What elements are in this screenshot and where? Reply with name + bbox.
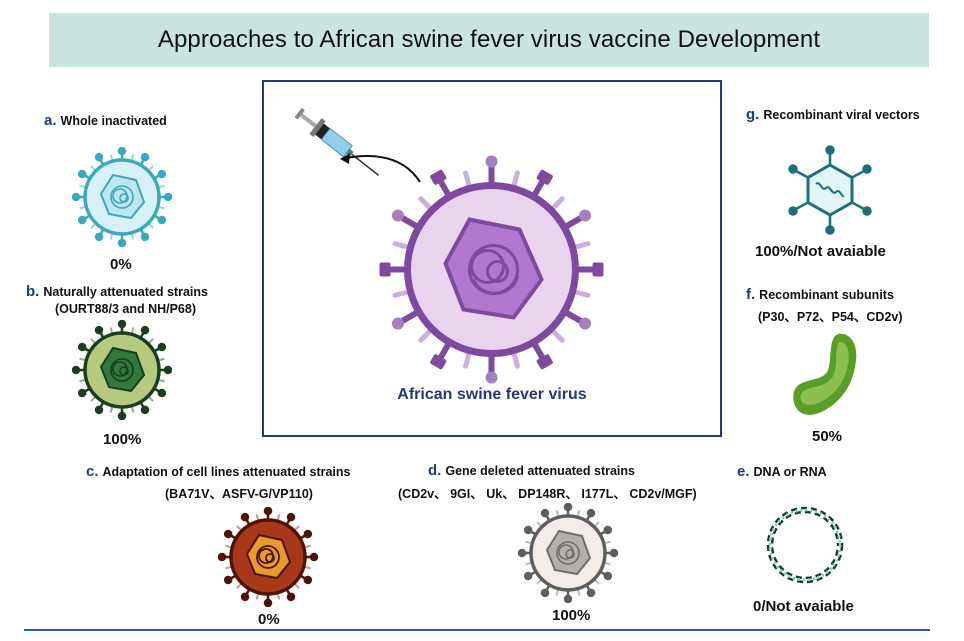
virus-icon [518,503,618,603]
approach-f-name: Recombinant subunits [759,288,894,302]
approach-a-name: Whole inactivated [60,114,167,128]
approach-e-name: DNA or RNA [753,465,827,479]
arrow-icon [340,153,421,183]
approach-e-value: 0/Not avaiable [753,598,854,615]
approach-d-name: Gene deleted attenuated strains [445,464,635,478]
approach-d-value: 100% [552,607,591,624]
approach-g-name: Recombinant viral vectors [763,108,920,122]
center-panel: African swine fever virus [262,80,722,437]
virus-icon [72,147,172,247]
approach-e-letter: e. [737,463,750,480]
virus-icon [72,320,172,420]
approach-b-name: Naturally attenuated strains [43,285,208,299]
virus-icon [218,507,318,607]
bottom-divider [24,629,930,631]
approach-a-title: a.Whole inactivated [44,112,167,129]
approach-b-letter: b. [26,283,40,300]
approach-b-detail: (OURT88/3 and NH/P68) [55,302,197,316]
approach-f-value: 50% [812,428,843,445]
approach-g-letter: g. [746,106,760,123]
approach-a-value: 0% [110,256,132,273]
approach-b-title: b.Naturally attenuated strains [26,283,208,300]
approach-f-letter: f. [746,286,756,303]
approach-d-letter: d. [428,462,442,479]
page-title: Approaches to African swine fever virus … [157,26,821,53]
approach-d-title: d.Gene deleted attenuated strains [428,462,635,479]
approach-c-detail: (BA71V、ASFV-G/VP110) [165,487,313,501]
approach-g-value: 100%/Not avaiable [755,243,886,260]
approach-f-detail: (P30、P72、P54、CD2v) [758,310,903,324]
approach-g-title: g.Recombinant viral vectors [746,106,920,123]
protein-subunit-icon [793,333,857,415]
approach-a-letter: a. [44,112,57,129]
approach-f-title: f.Recombinant subunits [746,286,894,303]
syringe-icon [294,108,380,176]
approach-e-title: e.DNA or RNA [737,463,827,480]
approach-c-value: 0% [258,611,280,628]
approach-d-detail: (CD2v、 9GI、 Uk、 DP148R、 I177L、 CD2v/MGF) [398,487,697,501]
approach-b-value: 100% [103,431,142,448]
approach-c-name: Adaptation of cell lines attenuated stra… [102,465,351,479]
viral-vector-icon [788,145,872,235]
approach-c-title: c.Adaptation of cell lines attenuated st… [86,463,350,480]
dna-plasmid-icon [766,506,844,584]
asfv-virus-icon [379,155,604,384]
title-banner: Approaches to African swine fever virus … [49,13,929,67]
approach-c-letter: c. [86,463,99,480]
center-virus-label: African swine fever virus [397,386,587,403]
